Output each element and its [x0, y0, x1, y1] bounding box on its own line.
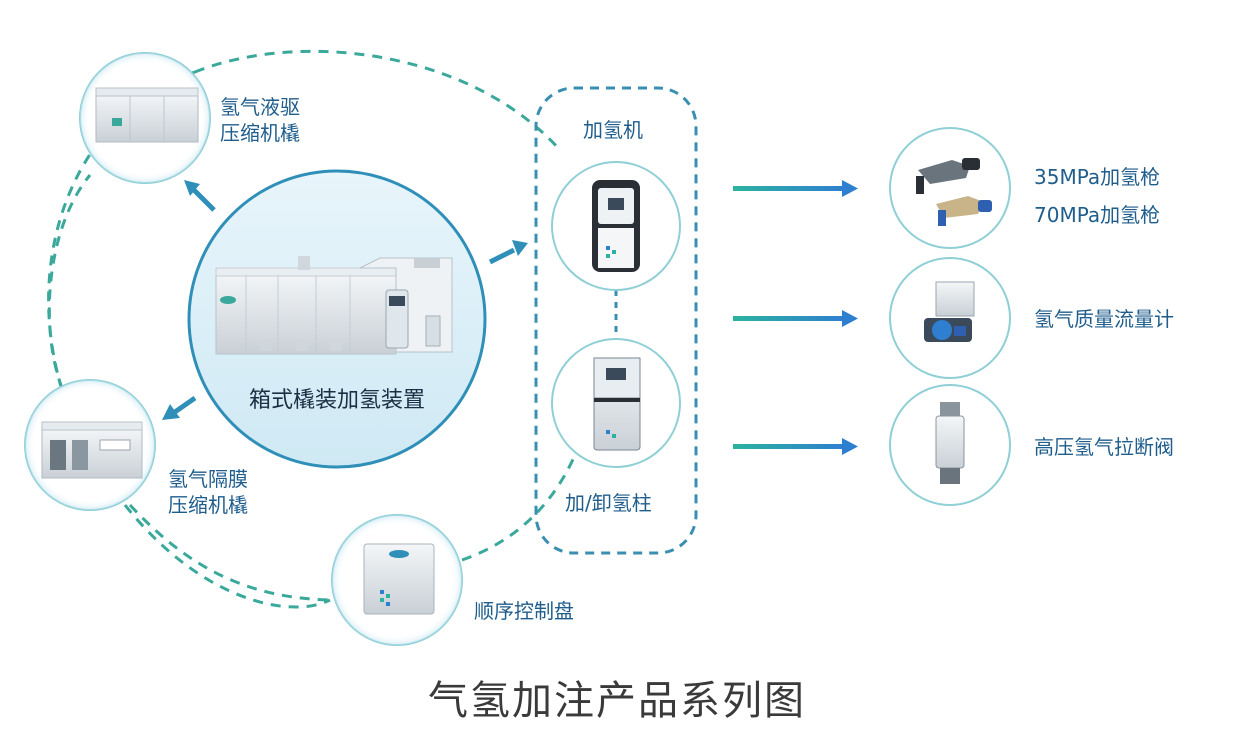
nozzle-icon — [916, 158, 992, 226]
label-flowmeter: 氢气质量流量计 — [1034, 307, 1174, 331]
orbit-lower-segment — [128, 503, 331, 602]
control-cabinet-icon — [363, 543, 435, 615]
node-breakaway[interactable] — [889, 384, 1011, 506]
arrow-to-diaphragm-compressor — [162, 395, 197, 420]
node-flowmeter[interactable] — [889, 257, 1011, 379]
label-diaphragm-compressor-line1: 氢气隔膜 — [168, 467, 248, 491]
label-nozzle-35mpa: 35MPa加氢枪 — [1034, 165, 1161, 189]
label-diaphragm-compressor-line2: 压缩机橇 — [168, 493, 248, 517]
diagram-title: 气氢加注产品系列图 — [428, 678, 806, 724]
node-diaphragm-compressor[interactable] — [24, 379, 156, 511]
flowmeter-icon — [924, 281, 975, 342]
label-control-panel: 顺序控制盘 — [474, 599, 574, 623]
dispenser-icon — [592, 180, 640, 272]
label-dispenser: 加氢机 — [583, 118, 643, 142]
label-nozzle-70mpa: 70MPa加氢枪 — [1034, 203, 1161, 227]
arrow-to-dispenser — [488, 240, 528, 265]
arrow-to-flowmeter — [733, 310, 858, 327]
label-loading-post: 加/卸氢柱 — [565, 491, 652, 515]
arrow-to-liquid-compressor — [184, 180, 216, 212]
label-liquid-compressor-line2: 压缩机橇 — [220, 121, 300, 145]
arrow-to-breakaway — [733, 438, 858, 455]
label-diaphragm-compressor: 氢气隔膜 压缩机橇 — [168, 466, 248, 518]
dispenser-group-frame — [534, 86, 698, 555]
node-loading-post[interactable] — [551, 338, 681, 468]
label-breakaway: 高压氢气拉断阀 — [1034, 435, 1174, 459]
skid-container-icon — [215, 256, 453, 355]
label-nozzle: 35MPa加氢枪 70MPa加氢枪 — [1034, 158, 1160, 234]
center-node[interactable] — [187, 169, 487, 469]
loading-post-icon — [593, 357, 641, 451]
arrow-to-nozzle — [733, 180, 858, 197]
label-center-skid: 箱式橇装加氢装置 — [248, 388, 425, 413]
label-liquid-compressor-line1: 氢气液驱 — [220, 95, 300, 119]
node-control-panel[interactable] — [331, 514, 463, 646]
label-liquid-compressor: 氢气液驱 压缩机橇 — [220, 94, 300, 146]
breakaway-valve-icon — [935, 402, 965, 484]
node-liquid-compressor[interactable] — [79, 52, 211, 184]
compressor-skid-icon — [95, 87, 199, 143]
orbit-dashed-ring — [47, 49, 577, 609]
node-dispenser[interactable] — [551, 161, 681, 291]
compressor-skid-icon — [41, 421, 143, 479]
node-nozzle[interactable] — [889, 127, 1011, 249]
orbit-left-segment — [47, 174, 92, 389]
